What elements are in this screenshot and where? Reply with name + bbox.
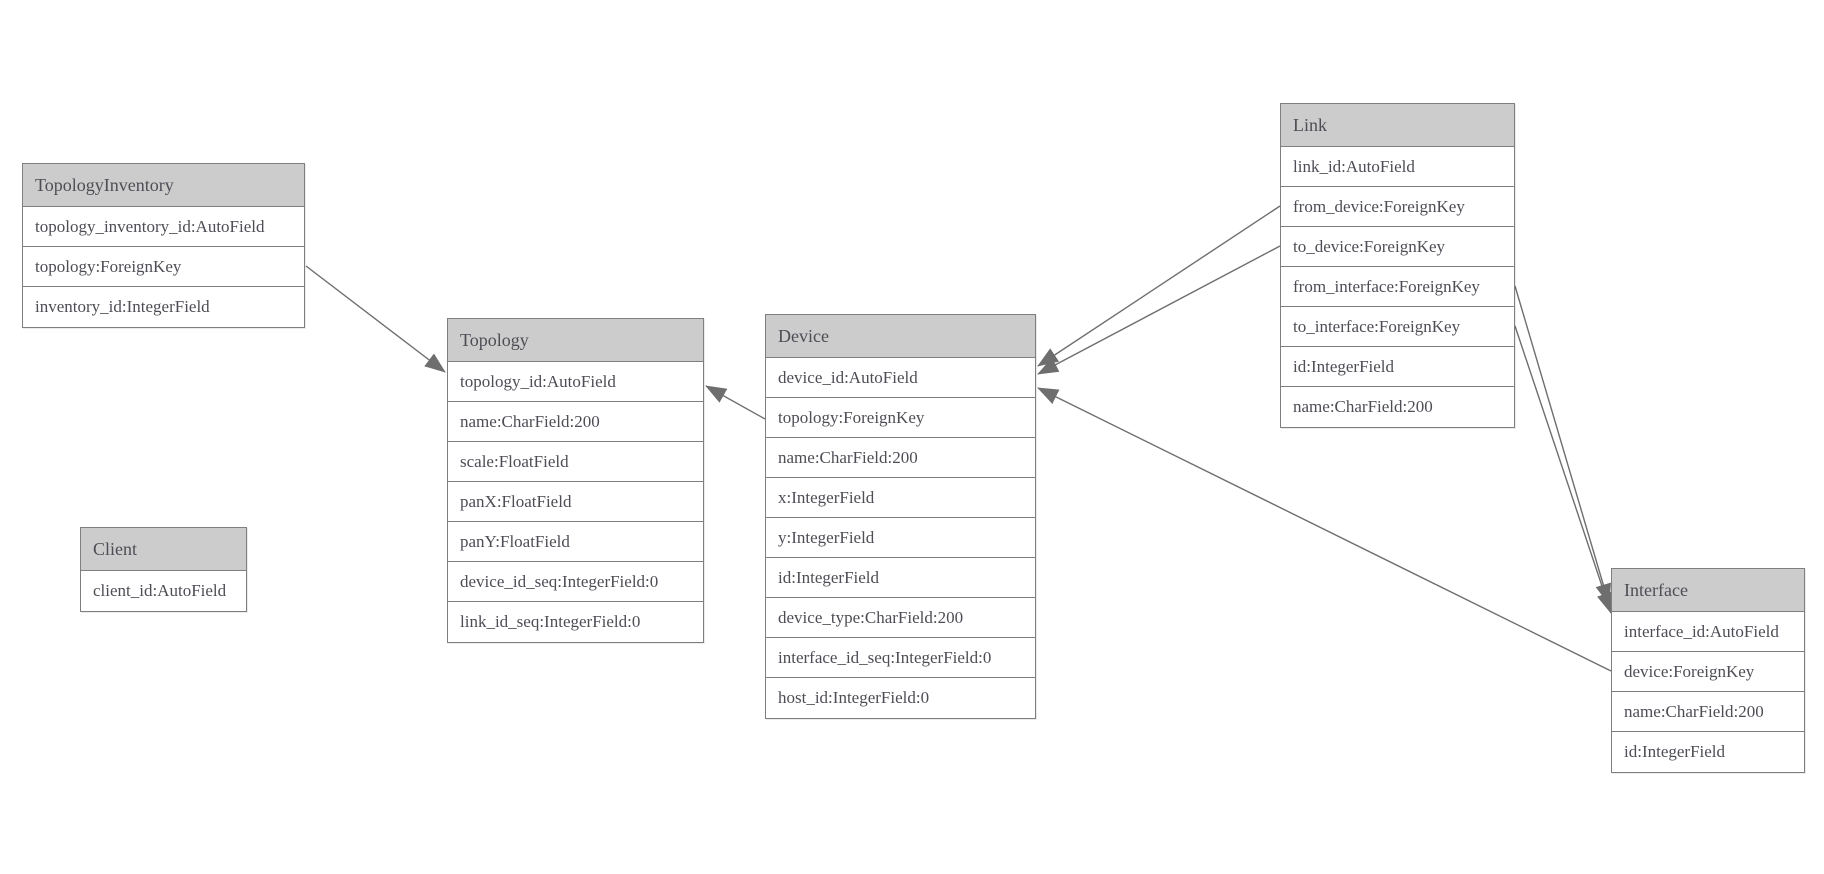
entity-link-field-1: from_device:ForeignKey <box>1281 187 1514 227</box>
entity-interface-field-2: name:CharField:200 <box>1612 692 1804 732</box>
entity-topology-inventory-field-2: inventory_id:IntegerField <box>23 287 304 327</box>
entity-topology-field-5: device_id_seq:IntegerField:0 <box>448 562 703 602</box>
entity-topology-field-3: panX:FloatField <box>448 482 703 522</box>
entity-device-field-6: device_type:CharField:200 <box>766 598 1035 638</box>
entity-device-field-5: id:IntegerField <box>766 558 1035 598</box>
entity-interface-field-1: device:ForeignKey <box>1612 652 1804 692</box>
edge-interface-device <box>1037 387 1612 672</box>
entity-topology-field-1: name:CharField:200 <box>448 402 703 442</box>
entity-link-field-2: to_device:ForeignKey <box>1281 227 1514 267</box>
entity-topology-inventory-field-1: topology:ForeignKey <box>23 247 304 287</box>
edge-link-to-device <box>1037 245 1281 375</box>
edge-link-from-device <box>1037 205 1281 367</box>
entity-interface-title: Interface <box>1612 569 1804 612</box>
entity-topology-field-2: scale:FloatField <box>448 442 703 482</box>
edge-device-topology <box>705 385 766 420</box>
entity-link-field-5: id:IntegerField <box>1281 347 1514 387</box>
entity-topology-field-4: panY:FloatField <box>448 522 703 562</box>
entity-link-field-3: from_interface:ForeignKey <box>1281 267 1514 307</box>
edge-topologyinventory-topology <box>305 265 446 373</box>
entity-topology-title: Topology <box>448 319 703 362</box>
edge-link-to-interface <box>1514 325 1613 614</box>
entity-topology-field-6: link_id_seq:IntegerField:0 <box>448 602 703 642</box>
edge-link-from-interface <box>1514 285 1612 605</box>
entity-device-field-3: x:IntegerField <box>766 478 1035 518</box>
entity-device-field-7: interface_id_seq:IntegerField:0 <box>766 638 1035 678</box>
entity-client-field-0: client_id:AutoField <box>81 571 246 611</box>
entity-device-field-0: device_id:AutoField <box>766 358 1035 398</box>
entity-link-field-0: link_id:AutoField <box>1281 147 1514 187</box>
entity-link-field-6: name:CharField:200 <box>1281 387 1514 427</box>
entity-device-field-8: host_id:IntegerField:0 <box>766 678 1035 718</box>
entity-device-field-4: y:IntegerField <box>766 518 1035 558</box>
entity-link-field-4: to_interface:ForeignKey <box>1281 307 1514 347</box>
entity-interface-field-3: id:IntegerField <box>1612 732 1804 772</box>
entity-topology-inventory-title: TopologyInventory <box>23 164 304 207</box>
entity-link-title: Link <box>1281 104 1514 147</box>
entity-topology-inventory-field-0: topology_inventory_id:AutoField <box>23 207 304 247</box>
entity-topology-field-0: topology_id:AutoField <box>448 362 703 402</box>
entity-device-field-2: name:CharField:200 <box>766 438 1035 478</box>
entity-interface-field-0: interface_id:AutoField <box>1612 612 1804 652</box>
entity-device-title: Device <box>766 315 1035 358</box>
entity-client-title: Client <box>81 528 246 571</box>
entity-device-field-1: topology:ForeignKey <box>766 398 1035 438</box>
